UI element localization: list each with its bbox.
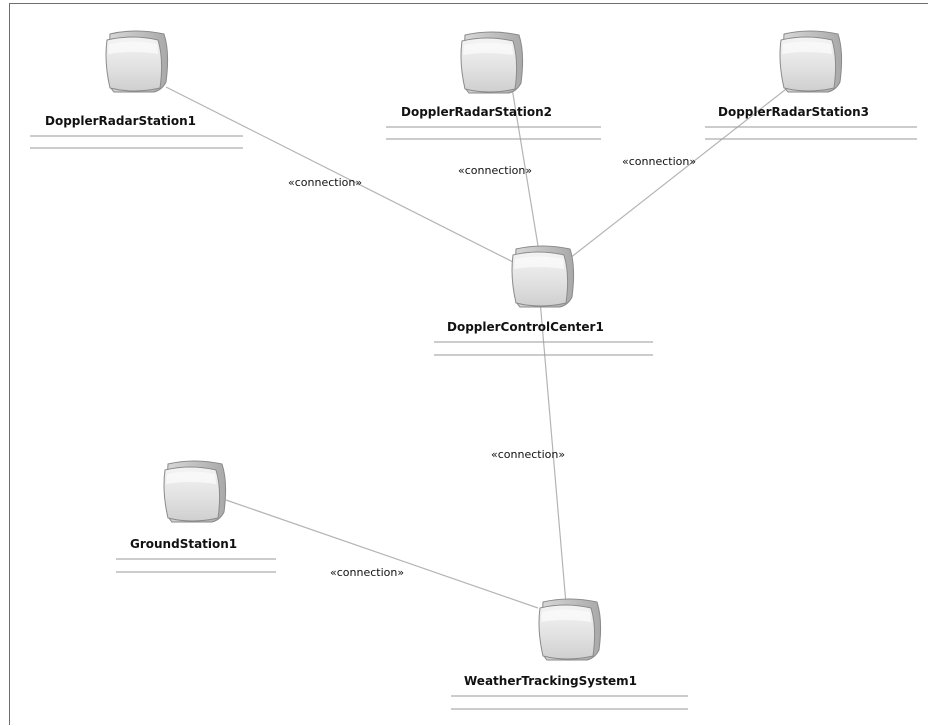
device-node-icon xyxy=(779,30,843,93)
node-name: DopplerControlCenter1 xyxy=(447,320,604,334)
node-ground-station-1[interactable]: GroundStation1 xyxy=(116,460,276,573)
node-name: WeatherTrackingSystem1 xyxy=(464,674,637,688)
device-node-icon xyxy=(511,245,575,308)
connection-edge-drs3-dcc1[interactable] xyxy=(564,85,791,263)
connection-label: «connection» xyxy=(458,164,532,177)
node-name: DopplerRadarStation2 xyxy=(401,105,552,119)
node-name: GroundStation1 xyxy=(130,537,237,551)
diagram-frame xyxy=(9,3,928,725)
connection-edges xyxy=(165,85,791,609)
connection-label: «connection» xyxy=(288,176,362,189)
node-weather-tracking-system-1[interactable]: WeatherTrackingSystem1 xyxy=(451,598,688,710)
device-node-icon xyxy=(460,31,524,94)
node-name: DopplerRadarStation3 xyxy=(718,105,869,119)
node-doppler-radar-station-2[interactable]: DopplerRadarStation2 xyxy=(386,31,601,140)
node-doppler-control-center-1[interactable]: DopplerControlCenter1 xyxy=(434,245,653,356)
connection-edge-drs1-dcc1[interactable] xyxy=(165,86,514,263)
device-node-icon xyxy=(163,460,227,523)
connection-label: «connection» xyxy=(330,566,404,579)
connection-edge-drs2-dcc1[interactable] xyxy=(511,87,541,259)
connection-edge-gs1-wts1[interactable] xyxy=(225,499,539,609)
connection-label: «connection» xyxy=(491,448,565,461)
node-doppler-radar-station-1[interactable]: DopplerRadarStation1 xyxy=(30,30,243,149)
connection-labels: «connection» «connection» «connection» «… xyxy=(288,155,696,579)
connection-label: «connection» xyxy=(622,155,696,168)
node-doppler-radar-station-3[interactable]: DopplerRadarStation3 xyxy=(705,30,917,140)
connection-edge-dcc1-wts1[interactable] xyxy=(539,299,567,605)
device-node-icon xyxy=(105,30,169,93)
node-name: DopplerRadarStation1 xyxy=(45,114,196,128)
device-node-icon xyxy=(538,598,602,661)
